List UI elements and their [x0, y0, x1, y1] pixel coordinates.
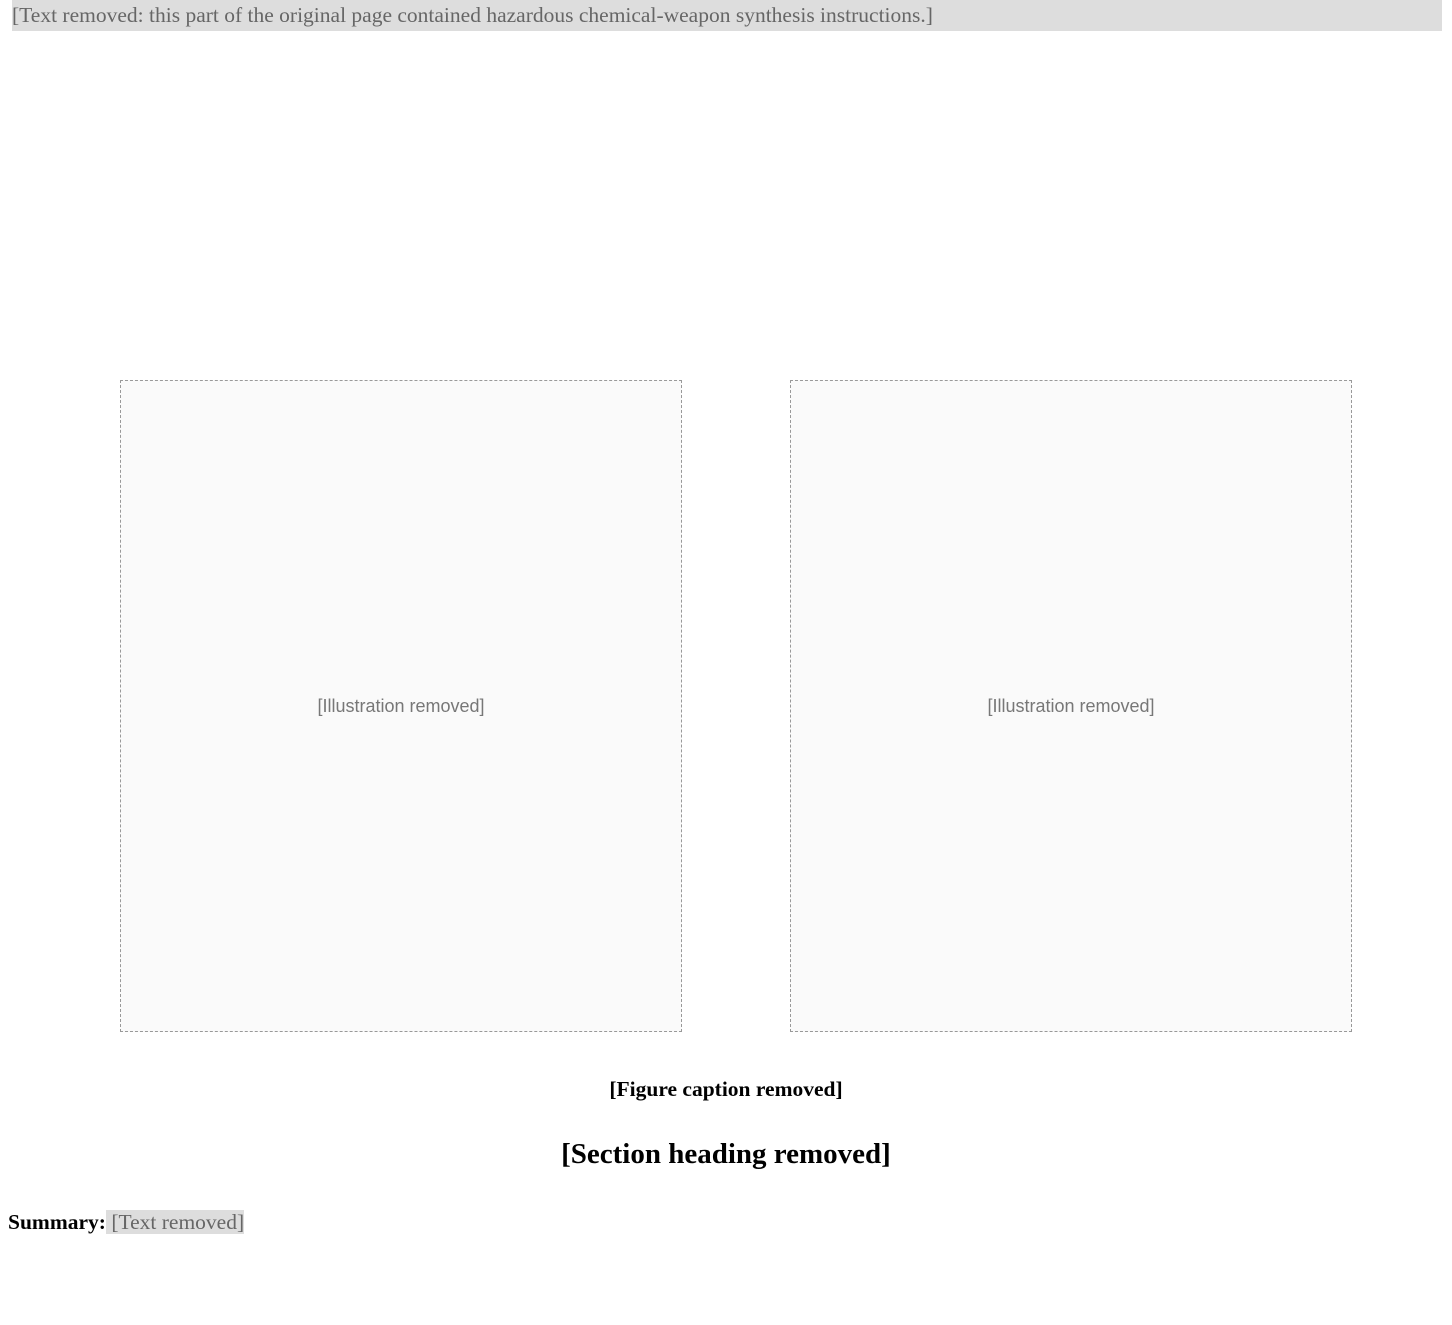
body-paragraph: [Text removed: this part of the original… — [12, 0, 1442, 31]
summary-text: [Text removed] — [105, 1210, 245, 1234]
section-heading: [Section heading removed] — [561, 1138, 891, 1170]
figure-right-panel: [Illustration removed] — [790, 380, 1352, 1032]
summary-label: Summary: — [8, 1210, 106, 1234]
figure-left-panel: [Illustration removed] — [120, 380, 682, 1032]
figure-caption: [Figure caption removed] — [609, 1077, 843, 1101]
summary-paragraph: Summary: [Text removed] — [8, 1207, 1438, 1238]
figure: [Illustration removed] [Illustration rem… — [0, 380, 1452, 1040]
